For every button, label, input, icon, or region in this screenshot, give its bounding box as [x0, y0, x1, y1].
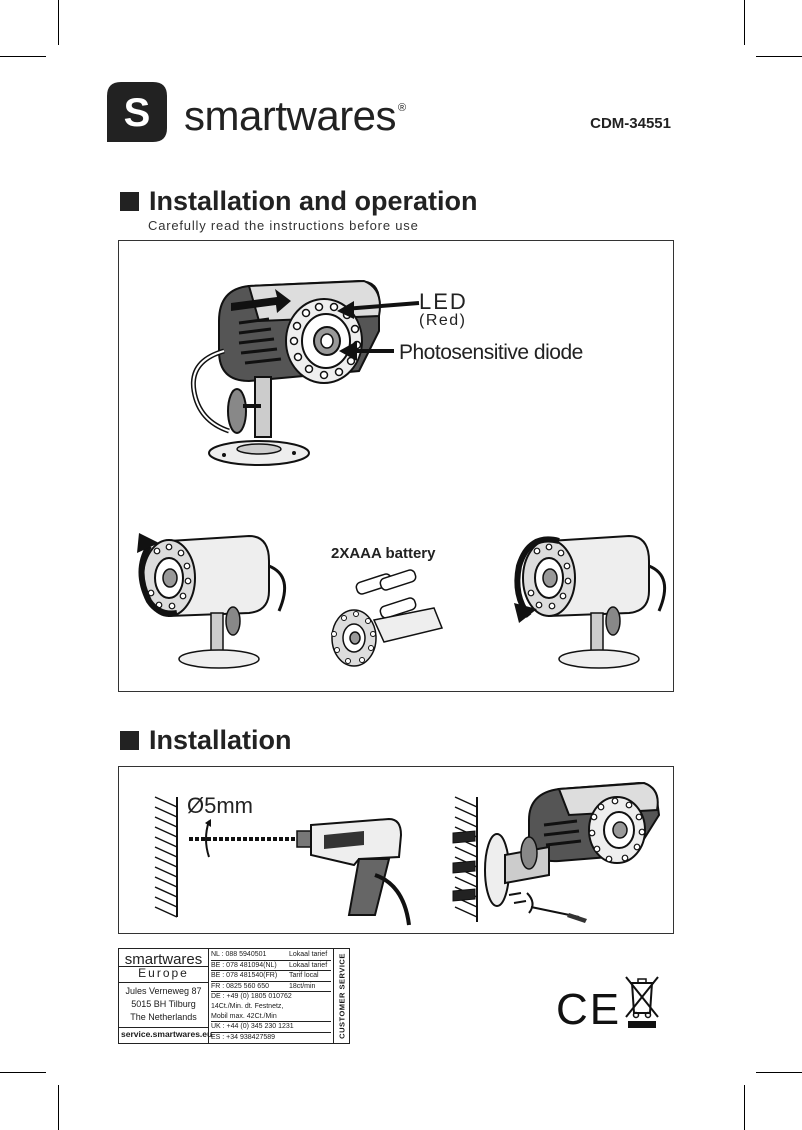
cs-phone-row: DE : +49 (0) 1805 010762 — [211, 992, 331, 1002]
crop-mark — [0, 1072, 46, 1073]
brand-name: smartwares® — [184, 92, 406, 140]
cs-address: Jules Verneweg 87 5015 BH Tilburg The Ne… — [119, 985, 208, 1024]
cs-phone-number: 14Ct./Min. dt. Festnetz, — [211, 1002, 284, 1010]
drill-size-label: Ø5mm — [187, 793, 253, 818]
cs-address-line: The Netherlands — [130, 1012, 197, 1022]
cs-phone-number: FR : 0825 560 650 — [211, 982, 269, 990]
wall-hatching-left — [154, 796, 178, 918]
cs-address-line: 5015 BH Tilburg — [131, 999, 196, 1009]
cs-phone-row: NL : 088 5940501 Lokaal tarief — [211, 950, 331, 961]
camera-main-illustration — [190, 279, 420, 466]
ce-mark-icon: CE — [556, 985, 622, 1034]
battery-compartment-illustration — [331, 569, 444, 667]
mounted-camera-illustration — [452, 781, 661, 923]
cs-phone-row: Mobil max. 42Ct./Min — [211, 1012, 331, 1023]
section-title-installation: Installation — [120, 725, 292, 756]
section-bullet — [120, 731, 139, 750]
logo-letter: S — [124, 91, 151, 135]
weee-bin-icon — [625, 976, 659, 1028]
cs-phone-number: UK : +44 (0) 345 230 1231 — [211, 1023, 294, 1031]
camera-rotate-left-illustration — [137, 533, 287, 669]
cs-tariff: Tarif local — [289, 972, 319, 980]
smartwares-logo-icon: S — [107, 82, 167, 142]
cs-phone-row: ES : +34 938427589 — [211, 1033, 331, 1043]
crop-mark — [58, 1085, 59, 1130]
cs-phone-row: FR : 0825 560 650 18ct/min — [211, 982, 331, 993]
cs-phone-row: UK : +44 (0) 345 230 1231 — [211, 1022, 331, 1033]
cs-address-line: Jules Verneweg 87 — [125, 986, 202, 996]
crop-mark — [0, 56, 46, 57]
cs-phone-row: BE : 078 481094(NL) Lokaal tarief — [211, 961, 331, 972]
cs-tariff: Lokaal tarief — [289, 951, 328, 958]
crop-mark — [756, 56, 802, 57]
led-color-label: (Red) — [419, 312, 467, 329]
cs-website: service.smartwares.eu — [121, 1029, 213, 1039]
installation-panel: Ø5mm — [118, 766, 674, 934]
drill-illustration — [189, 817, 411, 926]
customer-service-address-block: smartwares Europe Jules Verneweg 87 5015… — [119, 949, 213, 1043]
section-title-installation-operation: Installation and operation — [120, 186, 478, 217]
cs-region: Europe — [138, 966, 189, 980]
cs-phone-row: BE : 078 481540(FR) Tarif local — [211, 971, 331, 982]
operation-panel: LED (Red) Photosensitive diode 2XAAA bat… — [118, 240, 674, 692]
cs-divider — [119, 966, 208, 967]
cs-tariff: Lokaal tarief — [289, 961, 328, 969]
led-label: LED — [419, 289, 468, 314]
registered-mark: ® — [398, 102, 406, 114]
crop-mark — [744, 1085, 745, 1130]
cs-brand: smartwares — [124, 951, 203, 968]
cs-divider — [119, 1027, 208, 1028]
cs-phone-number: ES : +34 938427589 — [211, 1033, 276, 1041]
section-subtitle: Carefully read the instructions before u… — [148, 218, 419, 233]
cs-phone-number: NL : 088 5940501 — [211, 951, 267, 958]
crop-mark — [744, 0, 745, 45]
cs-phone-number: Mobil max. 42Ct./Min — [211, 1012, 277, 1020]
cs-side-label: CUSTOMER SERVICE — [333, 949, 350, 1043]
cs-tariff: 18ct/min — [289, 982, 316, 990]
battery-label: 2XAAA battery — [331, 545, 436, 562]
brand-text: smartwares — [184, 92, 397, 139]
cs-divider — [119, 982, 208, 983]
section-title-text: Installation — [149, 725, 292, 755]
cs-side-label-text: CUSTOMER SERVICE — [337, 953, 347, 1039]
cs-phone-row: 14Ct./Min. dt. Festnetz, — [211, 1002, 331, 1012]
cs-phone-number: BE : 078 481094(NL) — [211, 961, 277, 969]
photosensitive-diode-label: Photosensitive diode — [399, 341, 583, 364]
crop-mark — [58, 0, 59, 45]
section-title-text: Installation and operation — [149, 186, 478, 216]
customer-service-box: smartwares Europe Jules Verneweg 87 5015… — [118, 948, 350, 1044]
cs-phone-number: DE : +49 (0) 1805 010762 — [211, 993, 292, 1001]
camera-rotate-right-illustration — [514, 534, 667, 669]
model-number: CDM-34551 — [590, 115, 671, 132]
crop-mark — [756, 1072, 802, 1073]
section-bullet — [120, 192, 139, 211]
cs-phone-number: BE : 078 481540(FR) — [211, 972, 278, 980]
